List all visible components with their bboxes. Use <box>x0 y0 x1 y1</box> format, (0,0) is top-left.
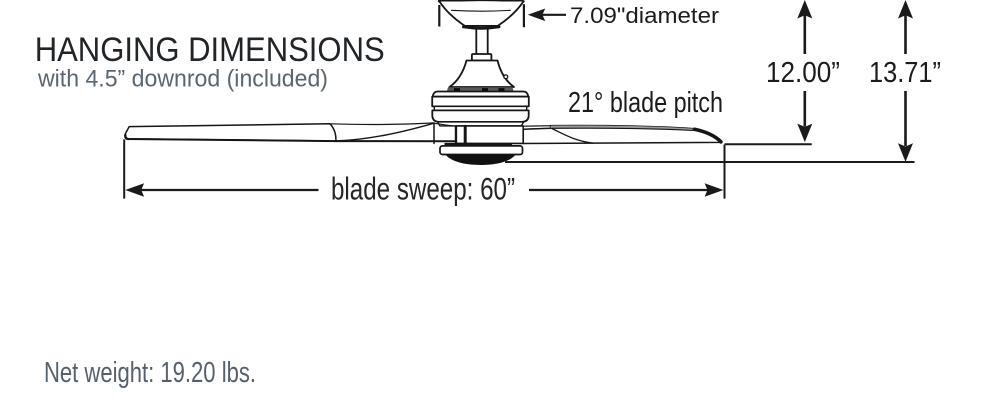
svg-text:blade sweep: 60”: blade sweep: 60” <box>331 170 515 206</box>
svg-text:Net weight: 19.20 lbs.: Net weight: 19.20 lbs. <box>44 357 256 389</box>
svg-text:7.09"diameter: 7.09"diameter <box>570 3 719 28</box>
svg-text:13.71”: 13.71” <box>869 57 941 89</box>
svg-text:12.00”: 12.00” <box>766 57 840 89</box>
svg-text:with 4.5” downrod (included): with 4.5” downrod (included) <box>37 65 328 92</box>
svg-text:21° blade pitch: 21° blade pitch <box>568 87 723 119</box>
svg-text:HANGING DIMENSIONS: HANGING DIMENSIONS <box>35 31 385 69</box>
